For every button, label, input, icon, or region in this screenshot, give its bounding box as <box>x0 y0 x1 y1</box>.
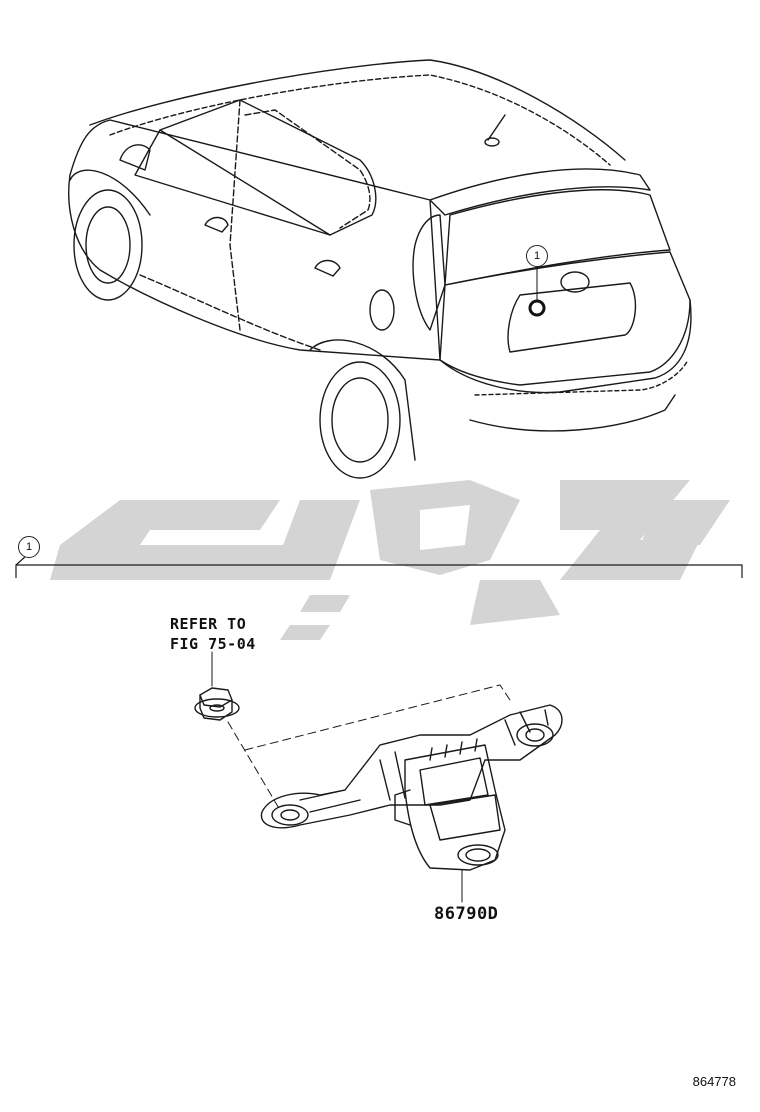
callout-marker-car: 1 <box>526 245 548 267</box>
part-number-label: 86790D <box>434 904 499 924</box>
watermark-logo <box>50 480 730 640</box>
nut-drawing <box>194 687 240 721</box>
refer-to-line1: REFER TO <box>170 615 247 633</box>
car-rear-view-drawing <box>68 59 692 479</box>
section-bracket <box>15 555 743 578</box>
refer-to-label: REFER TO FIG 75-04 <box>170 614 256 654</box>
refer-to-line2: FIG 75-04 <box>170 635 256 653</box>
illustration-id: 864778 <box>692 1074 736 1089</box>
callout-marker-section: 1 <box>18 536 40 558</box>
